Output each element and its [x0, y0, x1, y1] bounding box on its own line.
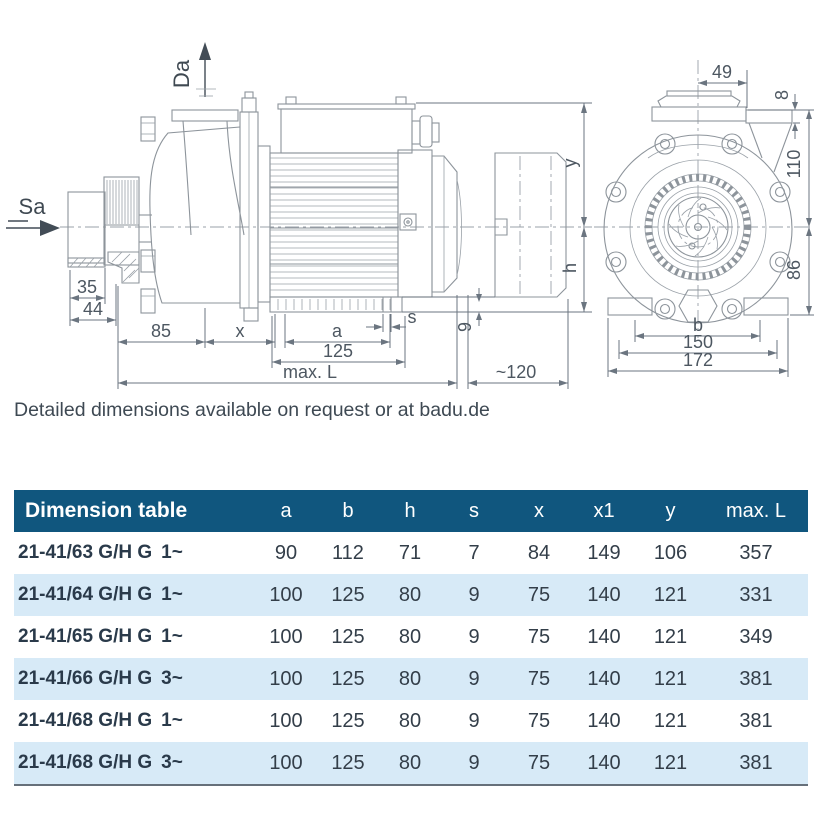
table-title: Dimension table [14, 490, 255, 532]
phantom-motor-outline [494, 152, 567, 298]
discharge-port-label: Da [169, 59, 194, 88]
front-view-drawing: 49 8 110 86 b 150 172 [594, 60, 814, 377]
dim-maxl-label: max. L [283, 362, 337, 382]
dim-110-label: 110 [784, 150, 804, 179]
dim-x-label: x [236, 321, 245, 341]
dim-120-label: ~120 [496, 362, 537, 382]
col-header-h: h [379, 490, 441, 532]
dim-44-label: 44 [83, 299, 103, 319]
col-header-maxl: max. L [704, 490, 808, 532]
availability-note: Detailed dimensions available on request… [14, 399, 490, 421]
front-extension-lines [607, 70, 814, 377]
col-header-y: y [637, 490, 704, 532]
suction-flow-arrow-icon [40, 220, 60, 236]
dim-a-label: a [332, 321, 343, 341]
dim-125-label: 125 [323, 341, 353, 361]
table-header-row: Dimension table a b h s x x1 y max. L [14, 490, 808, 532]
col-header-x1: x1 [571, 490, 637, 532]
dim-49-label: 49 [712, 62, 732, 82]
dim-s-label: s [408, 307, 417, 327]
impeller-blades [668, 197, 728, 257]
dimension-table: Dimension table a b h s x x1 y max. L 21… [14, 490, 808, 786]
dim-y-label: y [560, 159, 580, 168]
side-dimension-arrows [70, 103, 587, 386]
dim-b-label: b [693, 315, 703, 335]
front-dimension-arrows [608, 80, 812, 374]
col-header-s: s [441, 490, 507, 532]
col-header-a: a [255, 490, 317, 532]
dim-172-label: 172 [683, 350, 713, 370]
dim-h-label: h [560, 263, 580, 273]
col-header-b: b [317, 490, 379, 532]
clamp-ring-teeth [645, 174, 751, 280]
dim-150-label: 150 [683, 332, 713, 352]
casing-bolts [605, 133, 791, 320]
dim-85-label: 85 [151, 321, 171, 341]
discharge-flow-arrow-icon [199, 42, 211, 60]
dim-86-label: 86 [784, 260, 804, 280]
dim-9-label: 9 [455, 322, 475, 332]
side-view-drawing: Sa Da [6, 42, 592, 389]
suction-port-label: Sa [19, 194, 47, 219]
pump-dimension-drawing: Sa Da [6, 42, 814, 389]
col-header-x: x [507, 490, 571, 532]
dim-8-label: 8 [772, 90, 792, 100]
dim-35-label: 35 [77, 277, 97, 297]
